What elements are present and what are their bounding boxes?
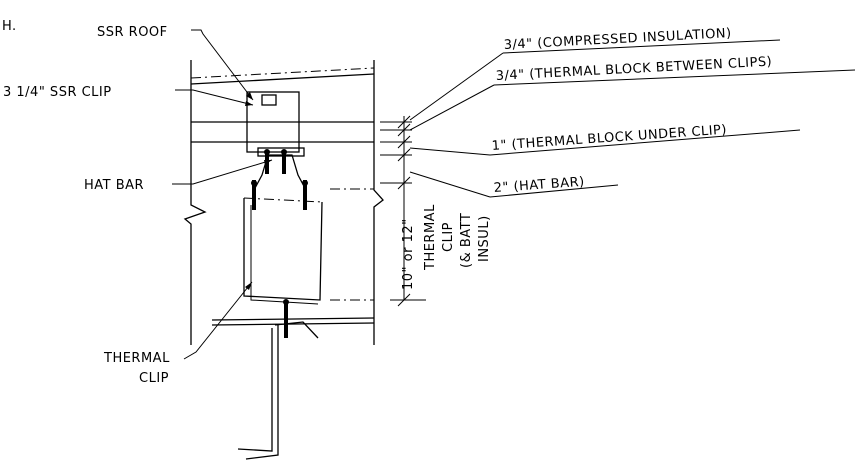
partial-label: H. bbox=[2, 19, 17, 34]
ssr-roof-label: SSR ROOF bbox=[97, 25, 168, 40]
leader-under bbox=[409, 147, 491, 156]
roof-panel-bottom bbox=[190, 73, 375, 85]
vertical-note-4: INSUL) bbox=[477, 215, 492, 262]
leader-hat bbox=[409, 171, 491, 198]
tick-2 bbox=[397, 123, 411, 137]
left-break-edge bbox=[183, 60, 207, 345]
hat-bar-label: HAT BAR bbox=[84, 178, 144, 193]
tick-4 bbox=[397, 148, 411, 162]
fastener-head-2 bbox=[281, 149, 287, 155]
vertical-note-1: THERMAL bbox=[423, 204, 438, 271]
fastener-3 bbox=[252, 180, 256, 210]
vertical-note-2: CLIP bbox=[441, 222, 456, 252]
dimension-stack bbox=[380, 39, 855, 307]
leader-between bbox=[409, 84, 495, 131]
underline-under bbox=[489, 129, 801, 156]
hat-bar-dim-label: 2" (HAT BAR) bbox=[493, 175, 585, 196]
tick-5 bbox=[397, 176, 411, 190]
thermal-clip-outer bbox=[243, 198, 323, 301]
right-break-edge bbox=[373, 60, 384, 345]
purlin-web-inner bbox=[237, 328, 273, 452]
fastener-head-3 bbox=[251, 180, 257, 186]
thermal-clip-label-2: CLIP bbox=[139, 371, 169, 386]
compressed-insulation-label: 3/4" (COMPRESSED INSULATION) bbox=[503, 26, 732, 53]
ssr-roof-arrowhead bbox=[246, 92, 253, 100]
vertical-note-3: (& BATT bbox=[459, 213, 474, 268]
hat-bar-top bbox=[257, 147, 305, 157]
fastener-1 bbox=[265, 150, 269, 174]
thermal-clip-inner bbox=[250, 205, 319, 305]
thermal-clip-label-1: THERMAL bbox=[103, 351, 170, 366]
thermal-block-under-label: 1" (THERMAL BLOCK UNDER CLIP) bbox=[491, 123, 727, 154]
tick-1 bbox=[397, 115, 411, 129]
thermal-clip-top bbox=[243, 197, 323, 203]
thermal-clip-leader bbox=[183, 281, 253, 360]
deck-top-line bbox=[211, 317, 375, 321]
purlin-web bbox=[245, 325, 279, 460]
fastener-2 bbox=[282, 150, 286, 174]
ssr-clip-leader bbox=[175, 89, 254, 106]
ssr-clip bbox=[246, 91, 300, 153]
leader-compressed bbox=[409, 52, 504, 121]
ssr-clip-seam bbox=[261, 94, 277, 106]
underline-between bbox=[493, 69, 855, 86]
ssr-clip-arrowhead bbox=[245, 101, 253, 106]
deck-bottom-line bbox=[211, 322, 375, 326]
fastener-4 bbox=[303, 180, 307, 210]
underline-compressed bbox=[502, 39, 781, 54]
left-leaders bbox=[172, 29, 273, 360]
clip-fastener-head bbox=[283, 299, 289, 305]
ssr-clip-label: 3 1/4" SSR CLIP bbox=[3, 85, 112, 100]
clip-fastener bbox=[284, 300, 288, 338]
tick-3 bbox=[397, 135, 411, 149]
underline-hat bbox=[489, 184, 619, 198]
hat-bar-leader bbox=[172, 159, 273, 185]
fastener-head-1 bbox=[264, 149, 270, 155]
hat-bar-profile bbox=[253, 154, 307, 191]
fastener-head-4 bbox=[302, 180, 308, 186]
purlin-top-flange bbox=[274, 321, 319, 339]
tick-6 bbox=[397, 293, 411, 307]
thermal-clip-arrowhead bbox=[245, 282, 252, 290]
roof-panel-top bbox=[190, 67, 375, 79]
roof-section bbox=[183, 60, 384, 460]
ssr-roof-leader bbox=[191, 29, 254, 101]
vertical-dim-label: 10" or 12" bbox=[401, 218, 416, 290]
